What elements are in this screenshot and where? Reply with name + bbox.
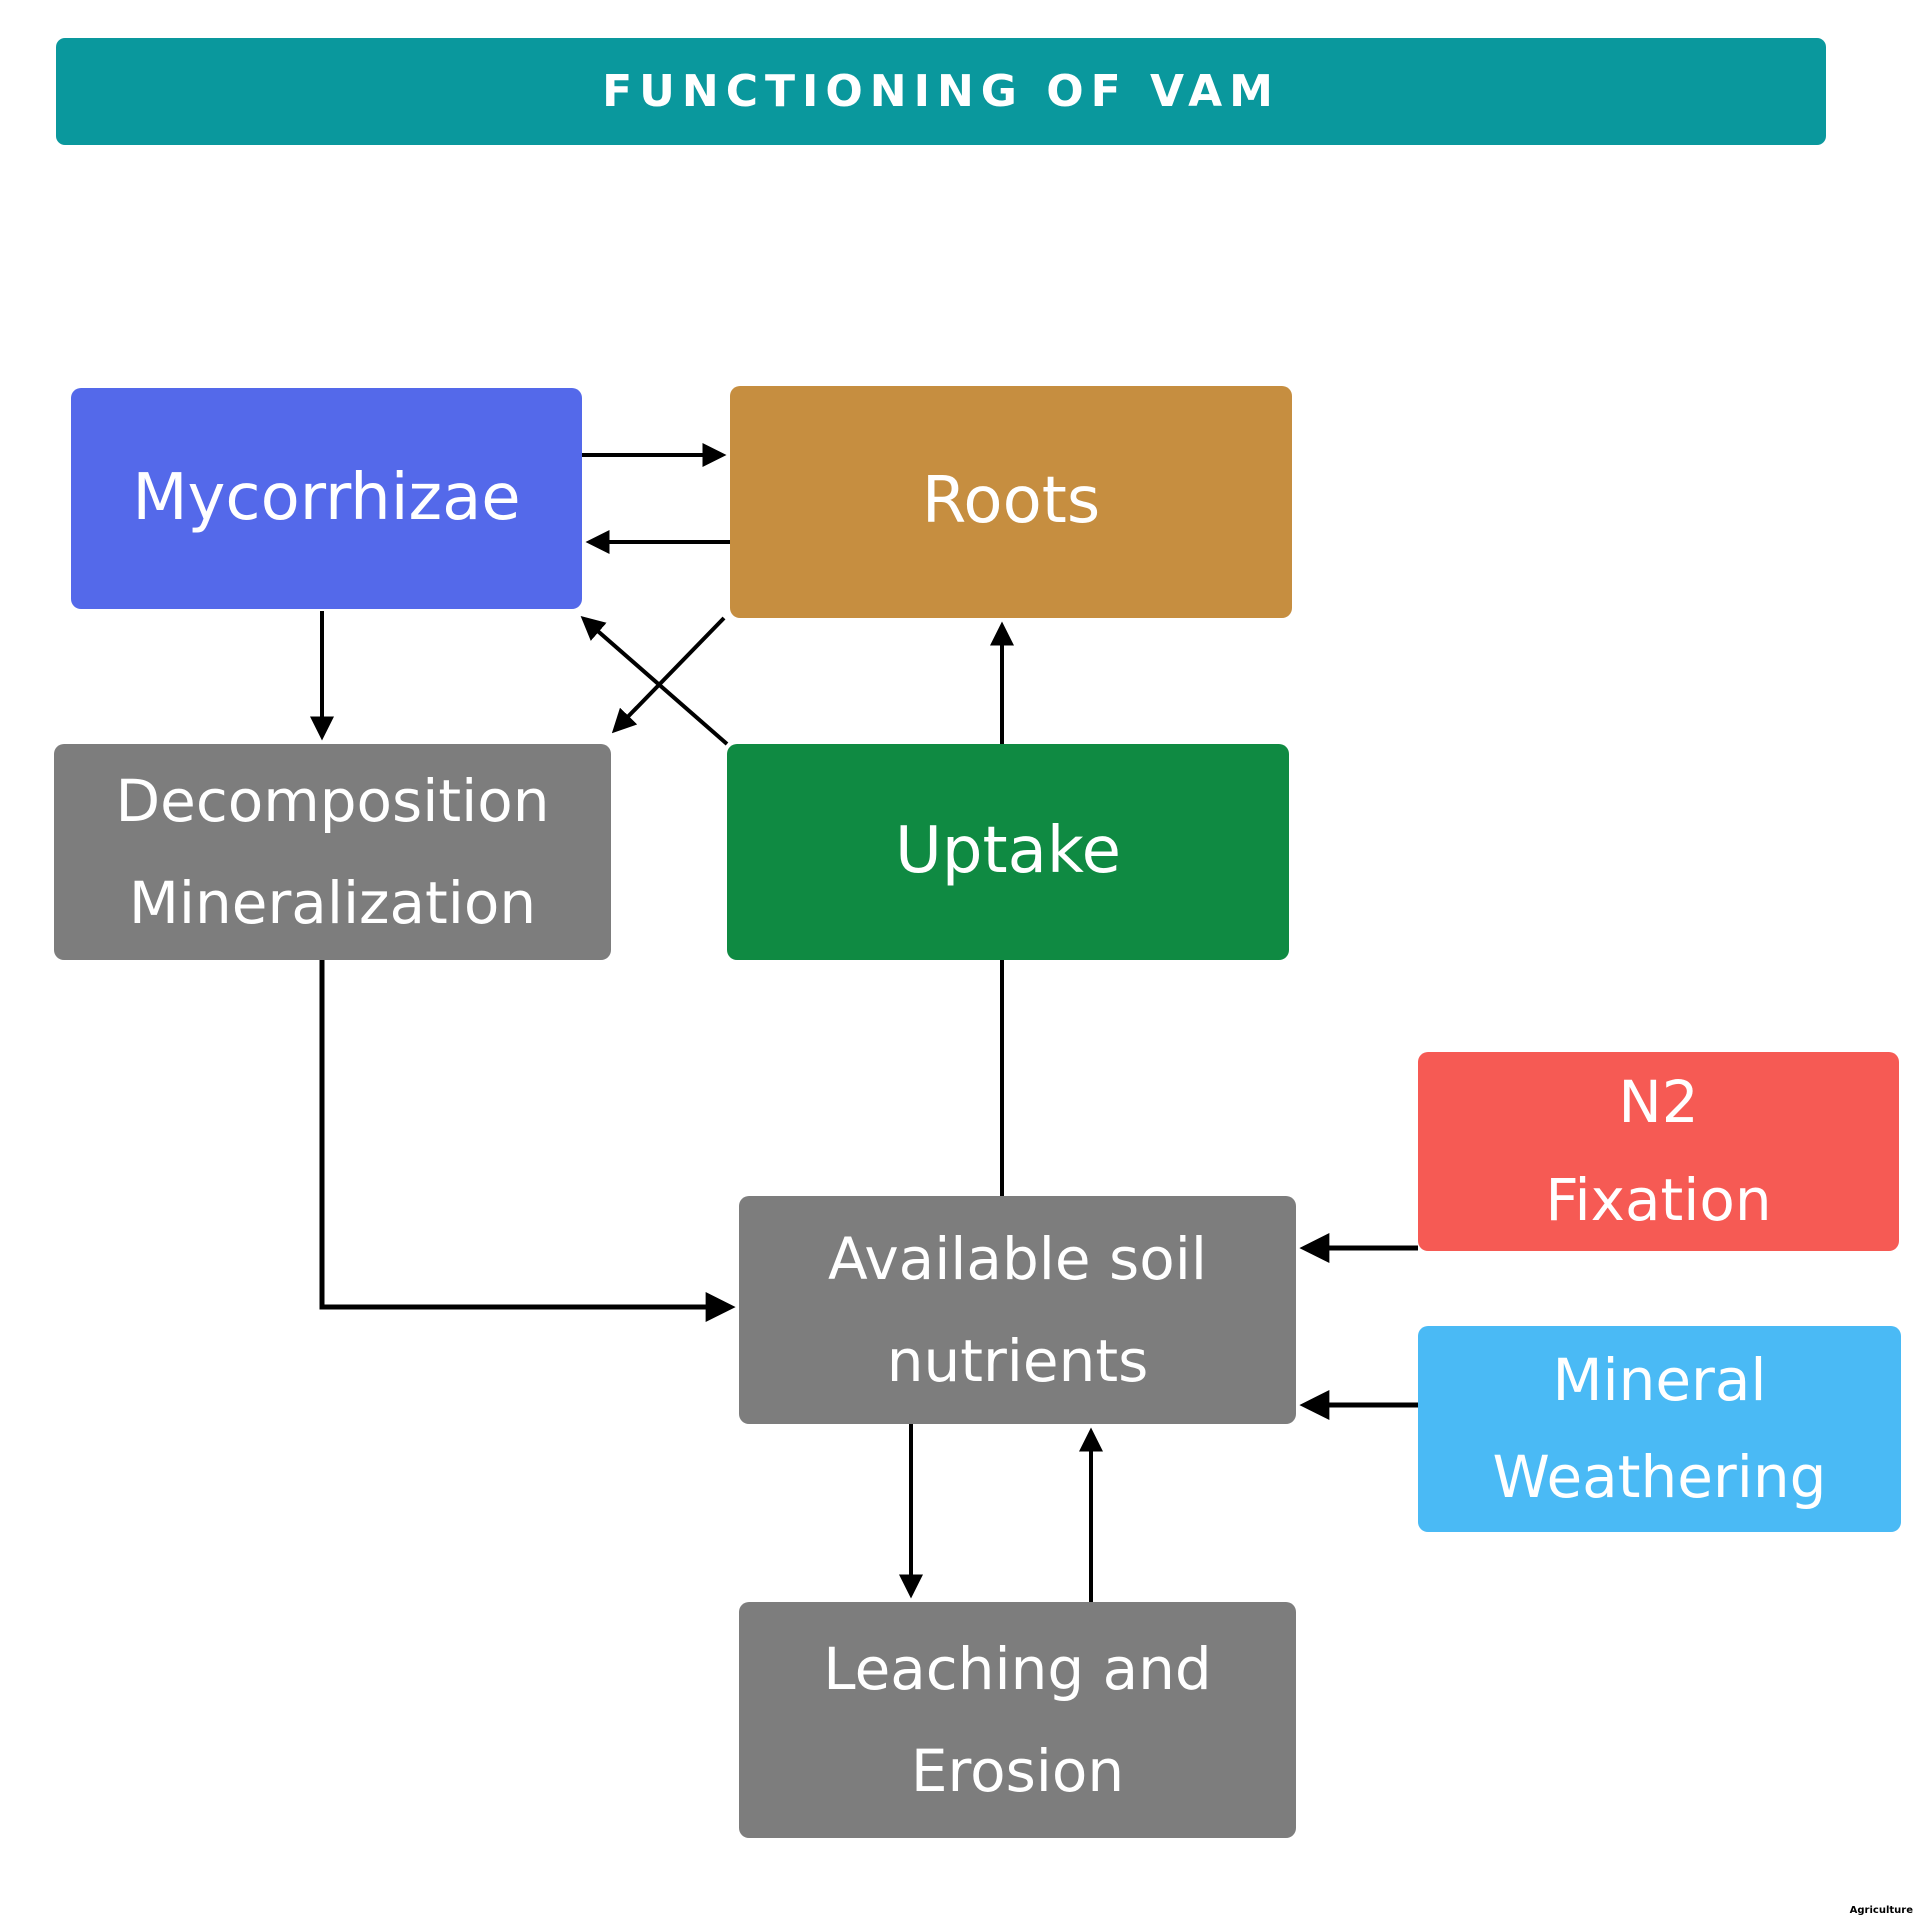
node-label-line: Weathering: [1492, 1443, 1827, 1511]
node-leaching-and-erosion: Leaching and Erosion: [739, 1602, 1296, 1838]
watermark-text: Agriculture: [1849, 1905, 1913, 1916]
node-mycorrhizae: Mycorrhizae: [71, 388, 582, 609]
arrow-roots-to-decomposition: [611, 616, 726, 734]
node-label-line: nutrients: [886, 1327, 1149, 1395]
node-label-line: Erosion: [910, 1737, 1125, 1805]
node-n2-fixation: N2 Fixation: [1418, 1052, 1899, 1251]
node-uptake: Uptake: [727, 744, 1289, 960]
node-decomposition-mineralization: Decomposition Mineralization: [54, 744, 611, 960]
node-label-line: Mineralization: [128, 869, 537, 937]
node-label-line: Fixation: [1545, 1165, 1772, 1234]
node-label: Mycorrhizae: [132, 460, 521, 535]
arrow-uptake-to-mycorrhizae: [580, 616, 729, 746]
node-label: Uptake: [895, 814, 1121, 889]
node-label: Roots: [921, 464, 1101, 539]
node-available-soil-nutrients: Available soil nutrients: [739, 1196, 1296, 1424]
node-label-line: Leaching and: [823, 1634, 1212, 1703]
node-label-line: Decomposition: [115, 766, 550, 835]
arrow-decomposition-to-available: [319, 960, 736, 1322]
node-label-line: Mineral: [1552, 1345, 1767, 1414]
node-label-line: Available soil: [828, 1224, 1207, 1293]
page-title: FUNCTIONING OF VAM: [602, 66, 1280, 117]
node-mineral-weathering: Mineral Weathering: [1418, 1326, 1901, 1532]
node-roots: Roots: [730, 386, 1292, 618]
node-label-line: N2: [1618, 1068, 1699, 1137]
title-banner: FUNCTIONING OF VAM: [56, 38, 1826, 145]
